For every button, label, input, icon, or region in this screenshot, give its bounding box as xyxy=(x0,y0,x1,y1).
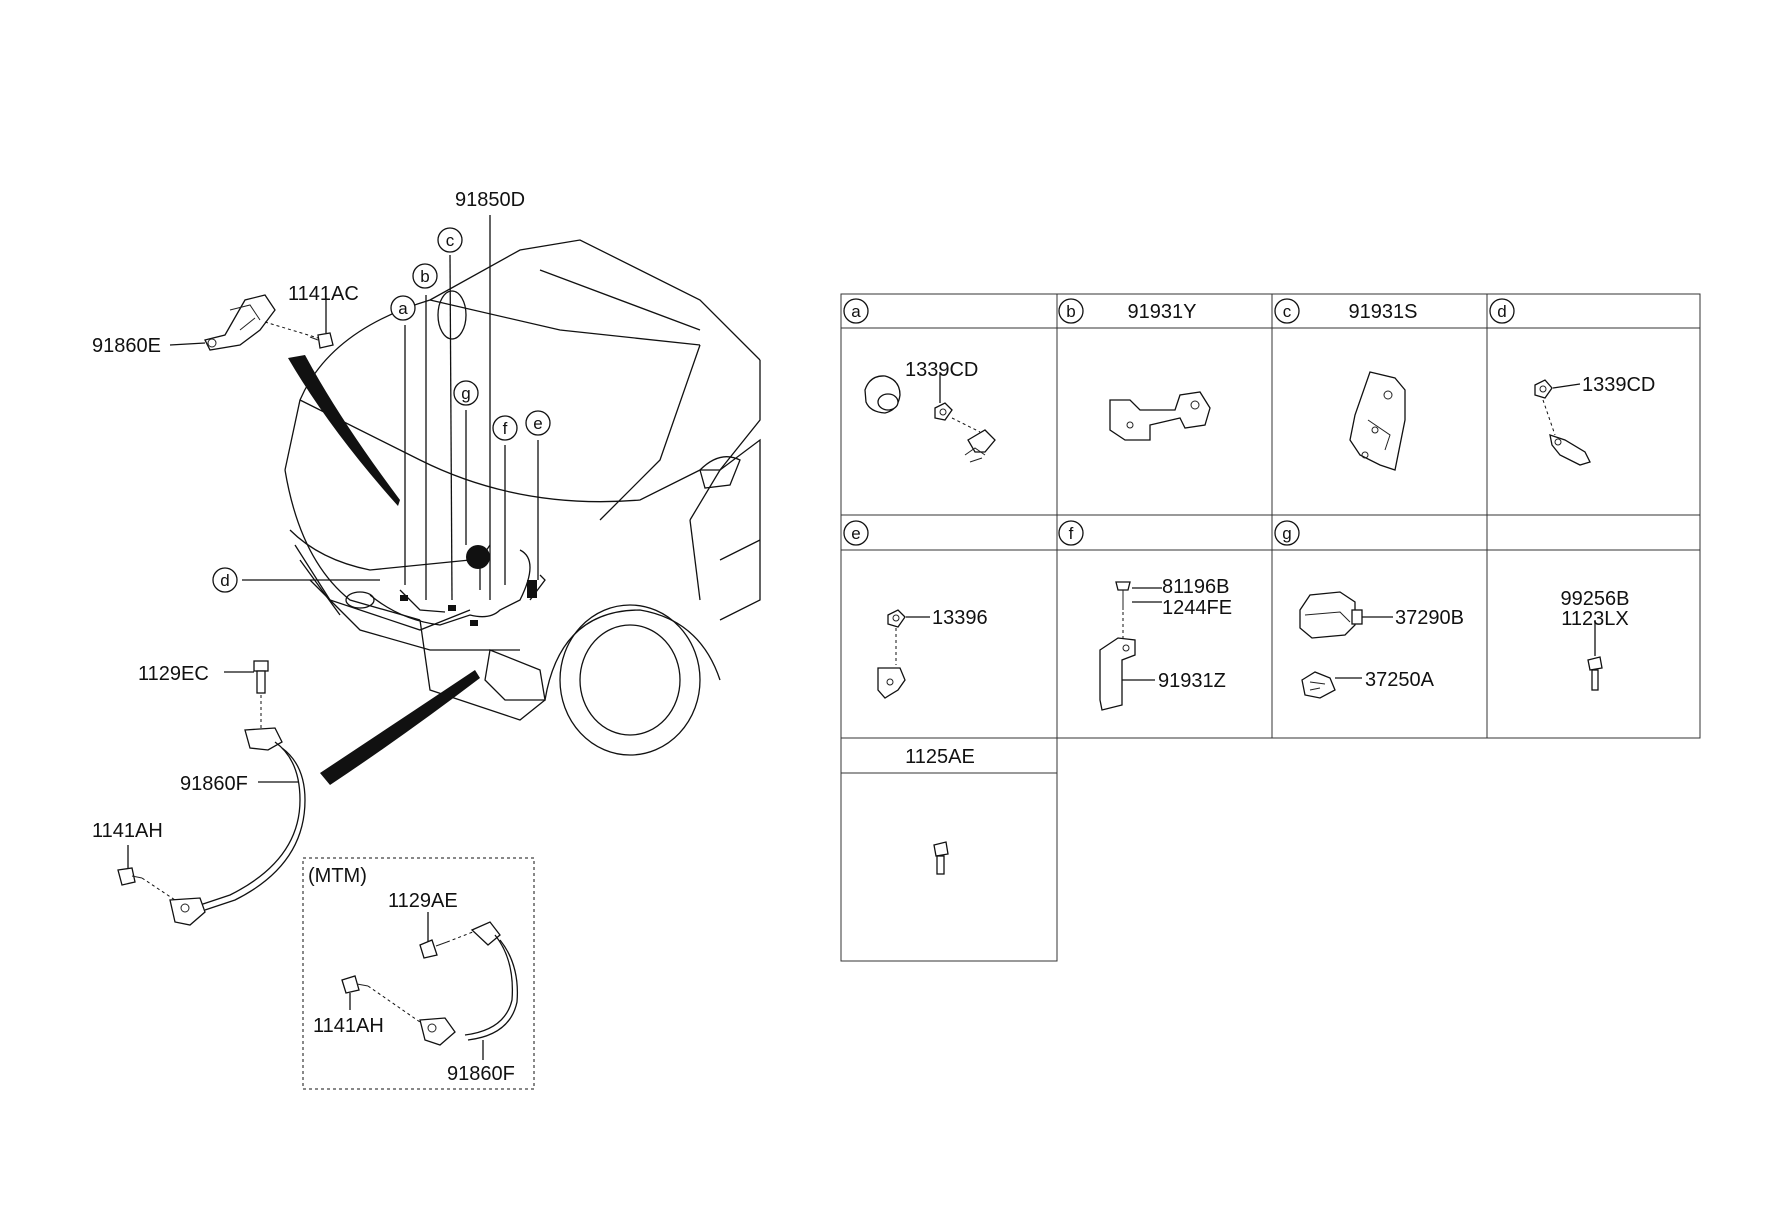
svg-text:91931Y: 91931Y xyxy=(1128,301,1197,323)
leader-91860E xyxy=(169,342,206,346)
parts-table xyxy=(840,293,1701,962)
mtm-bolt-1129AE xyxy=(419,929,479,959)
svg-text:b: b xyxy=(1066,302,1075,321)
cell-e-parts: 13396 xyxy=(877,607,988,699)
svg-text:g: g xyxy=(461,384,470,403)
cell-b-parts xyxy=(1109,391,1211,441)
label-1129AE: 1129AE xyxy=(388,890,458,912)
cell-c-parts xyxy=(1349,371,1406,471)
label-mtm: (MTM) xyxy=(308,865,367,887)
mtm-cable-91860F xyxy=(419,921,519,1046)
cell-g-header: g xyxy=(1274,520,1300,546)
part-1244FE: 1244FE xyxy=(1162,597,1232,619)
callout-g: g xyxy=(453,380,479,406)
label-1141AH-main: 1141AH xyxy=(92,820,163,842)
callout-d: d xyxy=(212,567,238,593)
callout-f: f xyxy=(492,415,518,441)
label-1141AH-mtm: 1141AH xyxy=(313,1015,384,1037)
cell-d-parts: 1339CD xyxy=(1534,374,1655,466)
battery-cable-91860F xyxy=(169,727,306,926)
svg-text:d: d xyxy=(1497,302,1506,321)
svg-text:a: a xyxy=(398,299,408,318)
part-91931Z: 91931Z xyxy=(1158,670,1226,692)
bolt-1141AC xyxy=(264,321,334,349)
part-37250A: 37250A xyxy=(1365,669,1435,691)
callout-c: c xyxy=(437,227,463,253)
svg-text:d: d xyxy=(220,571,229,590)
svg-text:91931S: 91931S xyxy=(1349,301,1418,323)
mtm-box xyxy=(302,857,535,1090)
cell-a-header: a xyxy=(843,298,869,324)
callout-a: a xyxy=(390,295,416,321)
label-1129EC: 1129EC xyxy=(138,663,209,685)
label-1141AC: 1141AC xyxy=(288,283,359,305)
cell-g-parts: 37290B 37250A xyxy=(1299,591,1464,699)
svg-text:c: c xyxy=(1283,302,1292,321)
bolt-1129EC xyxy=(253,660,269,728)
cell-a-parts: 1339CD xyxy=(864,359,996,463)
ground-strap-91860E xyxy=(204,294,276,351)
mtm-bolt-1141AH xyxy=(341,975,421,1023)
svg-text:a: a xyxy=(851,302,861,321)
cell-1125AE-parts xyxy=(933,841,949,875)
callout-b: b xyxy=(412,263,438,289)
part-13396: 13396 xyxy=(932,607,988,629)
svg-text:g: g xyxy=(1282,524,1291,543)
cell-f-parts: 81196B 1244FE 91931Z xyxy=(1099,576,1232,711)
cell-1125AE-header: 1125AE xyxy=(905,746,975,768)
svg-text:b: b xyxy=(420,267,429,286)
cell-e-header: e xyxy=(843,520,869,546)
part-1123LX: 1123LX xyxy=(1561,608,1628,630)
svg-text:f: f xyxy=(503,419,508,438)
label-91860F-main: 91860F xyxy=(180,773,248,795)
svg-text:c: c xyxy=(446,231,455,250)
cell-h-parts: 99256B 1123LX xyxy=(1561,588,1630,691)
callout-e: e xyxy=(525,410,551,436)
part-1339CD-d: 1339CD xyxy=(1582,374,1655,396)
label-91850D: 91850D xyxy=(455,189,525,211)
part-1339CD-a: 1339CD xyxy=(905,359,978,381)
cell-f-header: f xyxy=(1058,520,1084,546)
car-illustration xyxy=(284,239,761,785)
leader-lines xyxy=(242,215,539,601)
svg-text:f: f xyxy=(1069,524,1074,543)
part-99256B: 99256B xyxy=(1561,588,1630,610)
bolt-1141AH xyxy=(117,867,176,901)
cell-c-header: c 91931S xyxy=(1274,298,1418,324)
svg-text:e: e xyxy=(851,524,860,543)
svg-text:1125AE: 1125AE xyxy=(905,746,975,768)
label-91860F-mtm: 91860F xyxy=(447,1063,515,1085)
cell-d-header: d xyxy=(1489,298,1515,324)
svg-text:e: e xyxy=(533,414,542,433)
part-81196B: 81196B xyxy=(1162,576,1229,598)
label-91860E: 91860E xyxy=(92,335,161,357)
cell-b-header: b 91931Y xyxy=(1058,298,1197,324)
part-37290B: 37290B xyxy=(1395,607,1464,629)
